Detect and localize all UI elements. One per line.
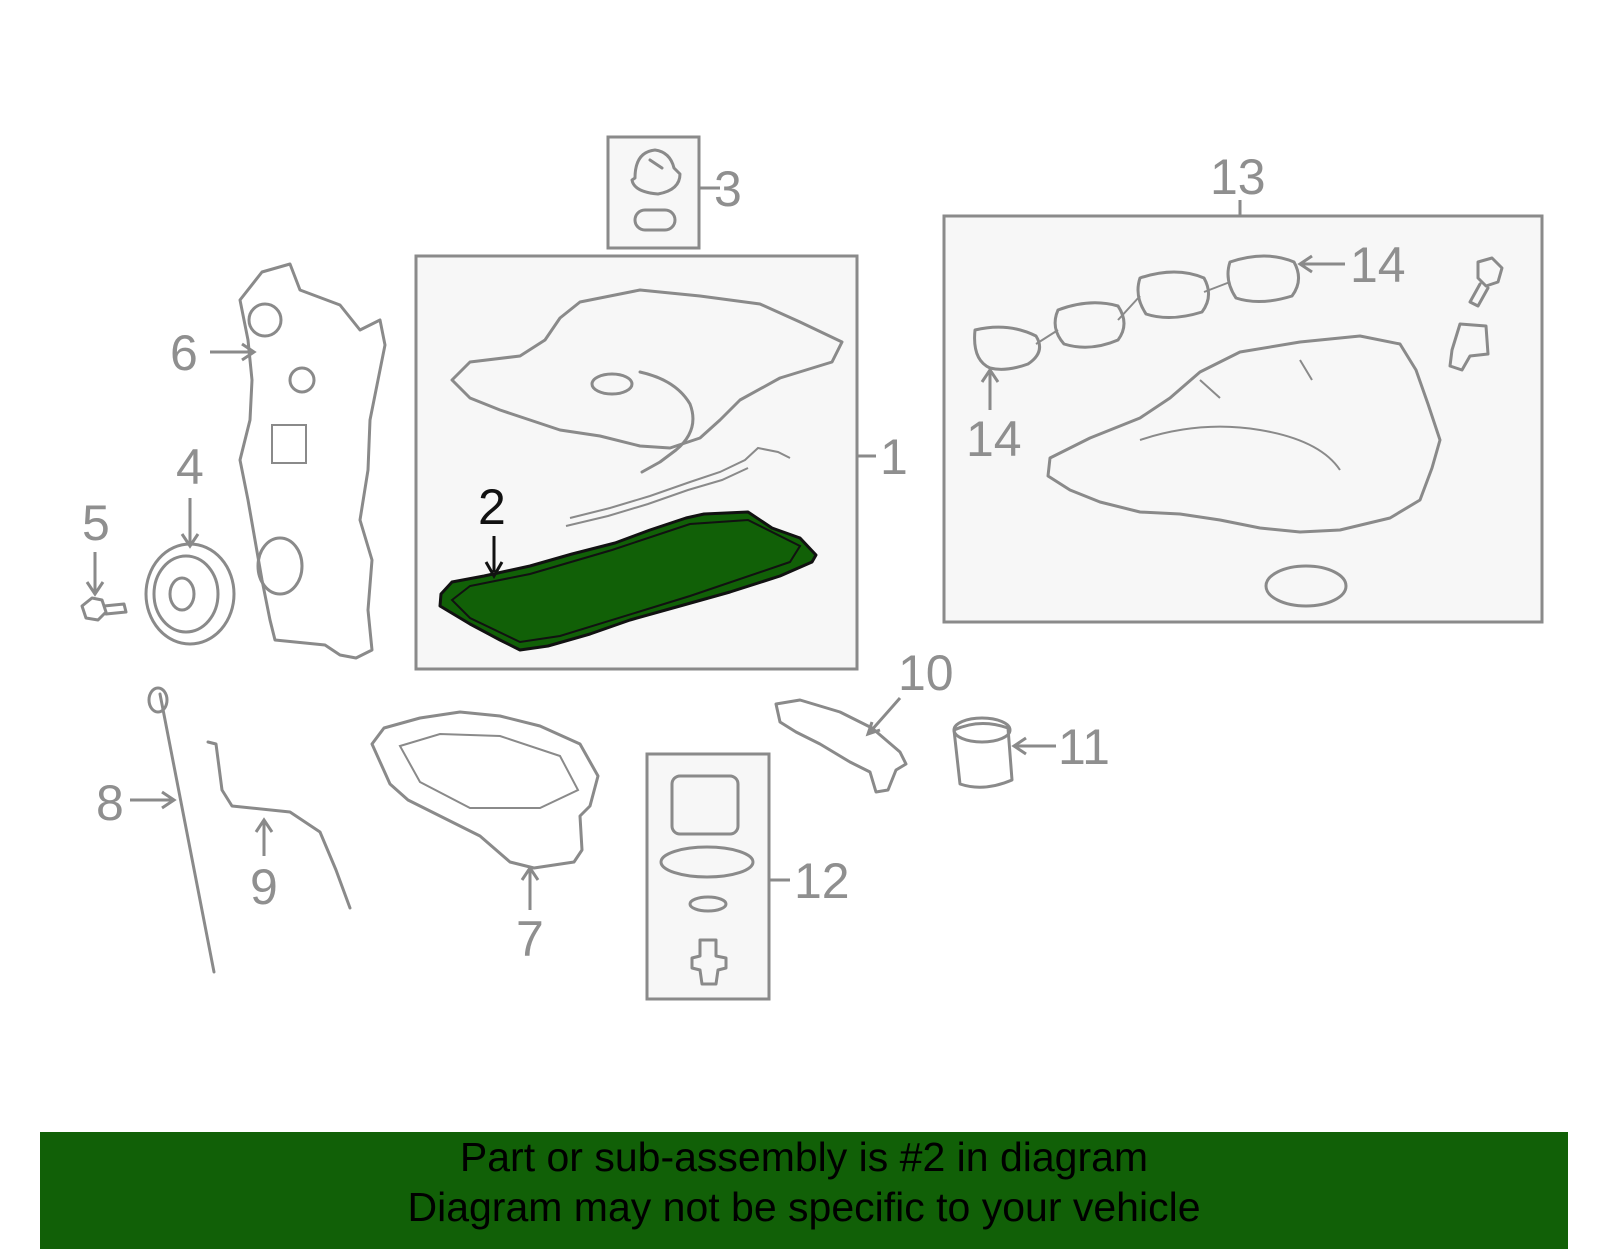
part-14-gasket-3 [1136, 270, 1210, 319]
part-1-spark-gasket [569, 446, 791, 519]
part-5-bolt [80, 596, 128, 622]
part-12-oring-large [659, 845, 755, 879]
callout-7: 7 [516, 911, 544, 967]
part-8-dipstick-loop [147, 686, 169, 714]
callout-14a: 14 [1350, 237, 1406, 293]
part-7-oil-pan [370, 710, 600, 870]
leader-9 [254, 817, 274, 856]
part-6-timing-cover [238, 262, 387, 660]
leader-14a [1297, 254, 1345, 274]
callout-14b: 14 [966, 411, 1022, 467]
leader-4 [180, 498, 200, 549]
group-box-13 [942, 214, 1544, 624]
callout-6: 6 [170, 325, 198, 381]
callout-3: 3 [714, 161, 742, 217]
part-3-seal [633, 208, 677, 232]
part-6-hole-mid [288, 366, 316, 394]
leader-2 [484, 536, 504, 580]
part-13-intake-manifold [1046, 334, 1442, 534]
leader-6 [210, 342, 257, 362]
part-6-seal-bore [256, 536, 304, 596]
leader-7 [520, 865, 540, 910]
part-13-throttle-seal [1264, 564, 1348, 608]
callout-11: 11 [1058, 719, 1110, 775]
part-4-pulley-hub [168, 576, 196, 612]
part-11-cap-top [952, 716, 1012, 744]
part-6-hole-top [247, 302, 283, 338]
part-8-dipstick [158, 692, 216, 974]
banner-line-2: Diagram may not be specific to your vehi… [407, 1184, 1201, 1230]
part-13-sensor [1448, 322, 1490, 372]
part-13-bolt [1468, 256, 1504, 308]
part-2-gasket-rim [450, 518, 802, 644]
leader-14b [980, 367, 1000, 410]
part-14-gasket-4 [1226, 254, 1300, 303]
part-11-filter-cap [952, 722, 1014, 789]
part-4-pulley-mid [152, 554, 220, 634]
banner-line-1: Part or sub-assembly is #2 in diagram [459, 1134, 1149, 1180]
part-2-valve-cover-gasket [438, 510, 818, 652]
part-1-breather-hose [638, 370, 695, 474]
info-banner: Part or sub-assembly is #2 in diagram Di… [40, 1132, 1568, 1249]
callout-8: 8 [96, 775, 124, 831]
part-12-oring-small [688, 895, 728, 913]
part-1-spark-gasket-edge [565, 467, 749, 527]
part-14-gasket-links [1035, 281, 1231, 345]
part-9-dipstick-tube [206, 740, 352, 910]
callout-9: 9 [250, 859, 278, 915]
callout-5: 5 [82, 495, 110, 551]
callout-12: 12 [794, 853, 850, 909]
leader-11 [1011, 736, 1056, 756]
part-14-gasket-2 [1053, 301, 1126, 349]
part-13-runner-detail [1139, 359, 1341, 471]
part-14-gasket-1 [973, 325, 1042, 371]
part-6-plate [271, 424, 307, 464]
part-12-drain-plug [690, 938, 728, 986]
callout-1: 1 [880, 429, 908, 485]
leader-5 [85, 552, 105, 597]
part-7-pan-inner [398, 732, 580, 809]
part-3-cap [630, 148, 682, 196]
callout-2: 2 [478, 479, 506, 535]
part-10-bracket [774, 698, 908, 794]
callout-13: 13 [1210, 149, 1266, 205]
callout-4: 4 [176, 439, 204, 495]
leader-8 [130, 790, 177, 810]
callout-10: 10 [898, 645, 954, 701]
part-1-valve-cover [450, 288, 844, 450]
part-4-pulley-outer [144, 542, 236, 646]
part-12-filter-element [670, 774, 740, 836]
part-1-filler-neck [590, 372, 634, 396]
leader-10 [865, 697, 902, 737]
